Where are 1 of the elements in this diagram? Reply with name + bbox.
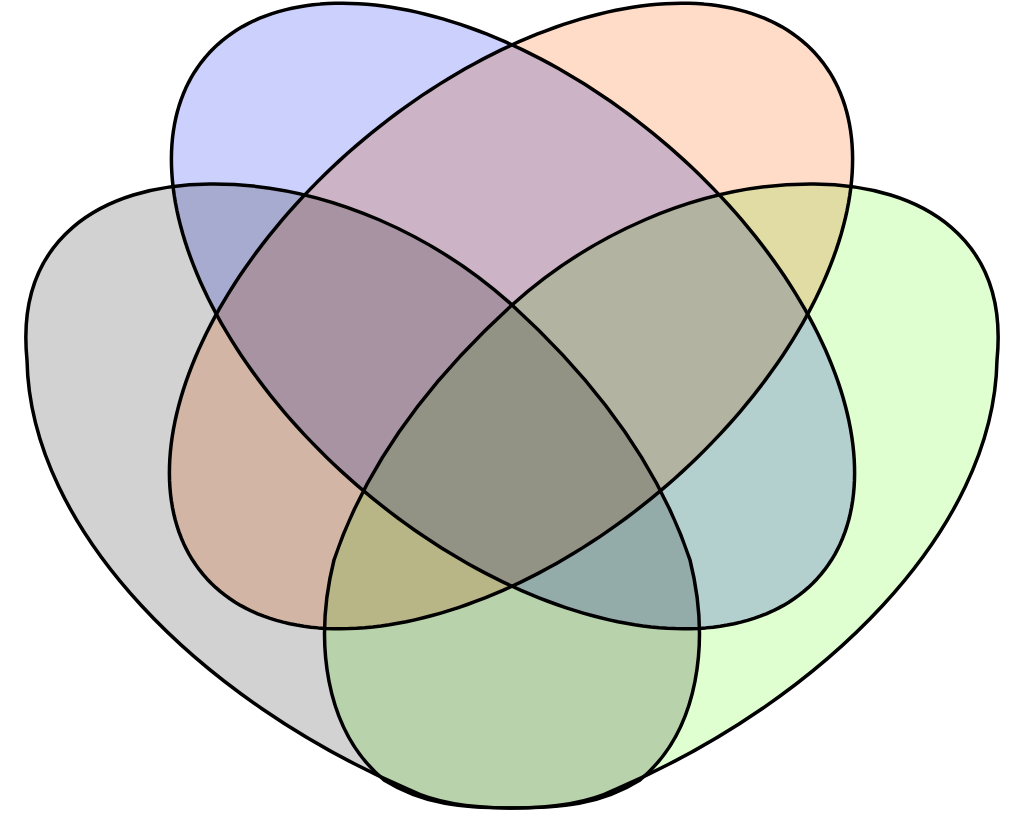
venn-teardrop: [323, 182, 1000, 810]
